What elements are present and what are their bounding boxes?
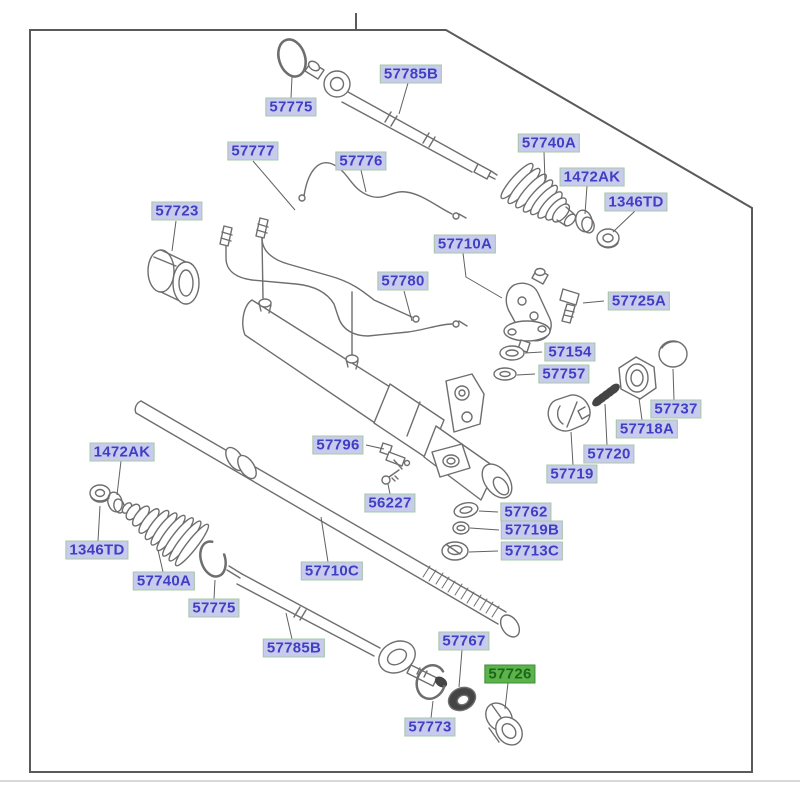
part-label-1346TD-top[interactable]: 1346TD: [604, 192, 668, 212]
leader-line-57785B-bottom: [285, 612, 293, 640]
boot-57740A-left-art: [121, 502, 210, 567]
part-label-57713C[interactable]: 57713C: [500, 541, 564, 561]
bushing-57726-art: [485, 702, 523, 746]
clip-57796-art: [379, 442, 411, 470]
part-label-57777[interactable]: 57777: [227, 141, 279, 161]
leader-line-57767: [458, 649, 463, 688]
cap-57737-art: [658, 340, 688, 368]
leader-line-57725A: [582, 300, 605, 304]
snap-ring-57773-art: [415, 664, 447, 700]
part-label-57720[interactable]: 57720: [583, 444, 635, 464]
pipe-57780-art: [219, 225, 468, 357]
plate-57718A-art: [618, 356, 657, 400]
rack-57710C-art: [134, 400, 521, 638]
part-label-1346TD-left[interactable]: 1346TD: [65, 540, 129, 560]
leader-line-1472AK-left: [116, 460, 122, 496]
part-label-1472AK-left[interactable]: 1472AK: [89, 442, 155, 462]
part-label-57740A-top[interactable]: 57740A: [517, 133, 581, 153]
part-label-57775-left[interactable]: 57775: [188, 598, 240, 618]
leader-line-57785B-top: [398, 82, 409, 115]
leader-line-57780: [403, 290, 413, 322]
leader-line-1472AK-top: [584, 185, 588, 215]
leader-line-57154: [524, 351, 543, 354]
part-label-57775-top[interactable]: 57775: [265, 97, 317, 117]
pipe-57776-art: [298, 162, 467, 220]
bearing-57767-art: [447, 686, 477, 712]
part-label-57767[interactable]: 57767: [438, 631, 490, 651]
part-label-57762[interactable]: 57762: [500, 502, 552, 522]
cap-57713C-art: [441, 541, 469, 561]
valve-57710A-art: [503, 267, 552, 353]
leader-line-57757: [516, 373, 536, 376]
leader-line-57719: [570, 431, 574, 466]
leader-line-57710C: [320, 516, 329, 563]
snap-ring-57775-top-art: [277, 38, 307, 78]
part-label-57757[interactable]: 57757: [538, 364, 590, 384]
part-label-56227[interactable]: 56227: [364, 493, 416, 513]
part-label-57737[interactable]: 57737: [650, 399, 702, 419]
nut-57719B-art: [452, 521, 470, 535]
leader-line-1346TD-left: [97, 505, 101, 542]
leader-line-57737: [672, 368, 675, 401]
seal-57762-art: [453, 502, 479, 518]
ring-1472AK-left-art: [107, 491, 125, 514]
washer-57757-art: [493, 367, 517, 381]
part-label-57785B-top[interactable]: 57785B: [379, 64, 443, 84]
part-label-57780[interactable]: 57780: [377, 271, 429, 291]
boot-57740A-top-art: [500, 162, 577, 227]
leader-line-57776: [360, 169, 367, 193]
yoke-57719-art: [547, 394, 591, 432]
part-label-57719[interactable]: 57719: [546, 464, 598, 484]
leader-line-57796: [365, 444, 385, 450]
leader-line-57720: [604, 403, 608, 446]
part-label-57740A-left[interactable]: 57740A: [132, 571, 196, 591]
leader-line-57773: [430, 700, 434, 719]
ring-1472AK-top-art: [575, 209, 595, 234]
bushing-57723-art: [147, 249, 200, 305]
part-label-57154[interactable]: 57154: [544, 342, 596, 362]
leader-lines: [97, 76, 675, 719]
leader-line-57718A: [638, 397, 643, 421]
part-label-57718A[interactable]: 57718A: [615, 419, 679, 439]
part-label-1472AK-top[interactable]: 1472AK: [559, 167, 625, 187]
leader-line-57719B: [469, 527, 500, 531]
leader-line-57726: [504, 682, 509, 710]
leader-line-57775-top: [290, 76, 293, 99]
pipe-57777-art: [255, 217, 420, 323]
part-label-57719B[interactable]: 57719B: [500, 520, 564, 540]
snap-ring-57775-left-art: [199, 540, 227, 578]
leader-line-57777: [252, 160, 296, 211]
part-label-57785B-bottom[interactable]: 57785B: [262, 638, 326, 658]
leader-line-57723: [171, 220, 177, 252]
part-label-57710A[interactable]: 57710A: [433, 234, 497, 254]
tie-rod-57785B-top-art: [304, 60, 498, 180]
part-label-57725A[interactable]: 57725A: [607, 291, 671, 311]
bolt-57725A-art: [559, 288, 580, 324]
leader-line-56227: [387, 483, 391, 495]
spring-57720-art: [592, 383, 620, 407]
part-label-57773[interactable]: 57773: [404, 717, 456, 737]
leader-line-57740A-left: [157, 549, 164, 573]
nut-1346TD-left-art: [89, 484, 111, 503]
part-label-57726[interactable]: 57726: [484, 664, 536, 684]
part-label-57710C[interactable]: 57710C: [300, 561, 364, 581]
leader-line-1346TD-top: [612, 210, 636, 233]
part-label-57796[interactable]: 57796: [312, 435, 364, 455]
leader-line-57762: [478, 510, 499, 513]
diagram-border: [29, 13, 753, 773]
washer-57154-art: [499, 345, 525, 361]
leader-line-57710A: [462, 252, 503, 299]
leader-line-57713C: [468, 550, 499, 553]
nut-1346TD-top-art: [596, 228, 620, 249]
leader-line-57740A-top: [543, 151, 546, 182]
part-label-57776[interactable]: 57776: [335, 151, 387, 171]
leader-line-57775-left: [213, 579, 216, 600]
part-label-57723[interactable]: 57723: [151, 201, 203, 221]
bolt-56227-art: [381, 469, 400, 485]
housing-art: [242, 298, 513, 501]
tie-rod-57785B-bottom-art: [226, 565, 448, 688]
